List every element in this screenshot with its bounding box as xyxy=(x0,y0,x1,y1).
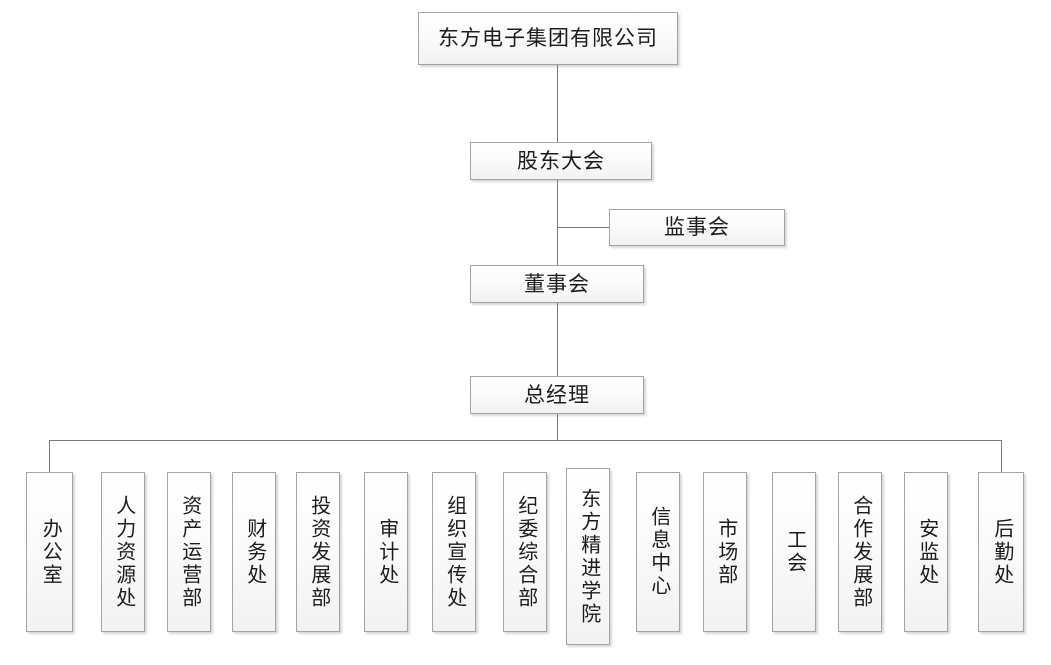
department-box-1[interactable]: 办公室 xyxy=(26,472,73,632)
node-board-of-supervisors-label: 监事会 xyxy=(664,215,730,240)
department-label-8: 纪委综合部 xyxy=(514,494,537,610)
department-label-9: 东方精进学院 xyxy=(577,487,600,626)
node-shareholders-meeting-label: 股东大会 xyxy=(517,148,605,173)
department-label-1: 办公室 xyxy=(39,517,62,587)
node-company-label: 东方电子集团有限公司 xyxy=(438,26,658,51)
department-label-4: 财务处 xyxy=(243,517,266,587)
department-label-7: 组织宣传处 xyxy=(443,494,466,610)
connector-board-to-gm xyxy=(557,303,558,376)
node-company[interactable]: 东方电子集团有限公司 xyxy=(418,12,678,65)
node-board-of-directors-label: 董事会 xyxy=(524,271,590,296)
department-label-13: 合作发展部 xyxy=(849,494,872,610)
node-board-of-supervisors[interactable]: 监事会 xyxy=(609,209,785,246)
connector-shareholders-spine xyxy=(557,180,558,265)
connector-gm-to-bus xyxy=(557,414,558,441)
department-box-14[interactable]: 安监处 xyxy=(904,472,948,632)
department-box-3[interactable]: 资产运营部 xyxy=(167,472,211,632)
department-label-5: 投资发展部 xyxy=(307,494,330,610)
department-box-4[interactable]: 财务处 xyxy=(232,472,276,632)
department-label-12: 工会 xyxy=(783,529,806,575)
department-box-15[interactable]: 后勤处 xyxy=(978,472,1024,632)
department-box-8[interactable]: 纪委综合部 xyxy=(503,472,547,632)
department-label-14: 安监处 xyxy=(915,517,938,587)
connector-department-bus xyxy=(49,440,1002,441)
department-box-7[interactable]: 组织宣传处 xyxy=(432,472,476,632)
connector-spine-to-supervisors xyxy=(557,227,609,228)
department-box-13[interactable]: 合作发展部 xyxy=(838,472,882,632)
department-box-5[interactable]: 投资发展部 xyxy=(296,472,340,632)
department-box-6[interactable]: 审计处 xyxy=(364,472,408,632)
department-box-10[interactable]: 信息中心 xyxy=(636,472,680,632)
department-label-6: 审计处 xyxy=(375,517,398,587)
department-label-15: 后勤处 xyxy=(990,517,1013,587)
node-general-manager[interactable]: 总经理 xyxy=(470,376,644,414)
connector-bus-to-last-department xyxy=(1001,440,1002,472)
department-box-2[interactable]: 人力资源处 xyxy=(101,472,145,632)
node-shareholders-meeting[interactable]: 股东大会 xyxy=(470,142,652,180)
department-label-11: 市场部 xyxy=(714,517,737,587)
department-box-11[interactable]: 市场部 xyxy=(703,472,747,632)
connector-bus-to-first-department xyxy=(49,440,50,472)
department-label-10: 信息中心 xyxy=(647,506,670,598)
department-box-12[interactable]: 工会 xyxy=(772,472,816,632)
department-box-9[interactable]: 东方精进学院 xyxy=(566,468,610,645)
node-general-manager-label: 总经理 xyxy=(524,382,590,407)
node-board-of-directors[interactable]: 董事会 xyxy=(470,265,644,303)
department-label-3: 资产运营部 xyxy=(178,494,201,610)
department-label-2: 人力资源处 xyxy=(112,494,135,610)
connector-company-to-shareholders xyxy=(557,65,558,142)
